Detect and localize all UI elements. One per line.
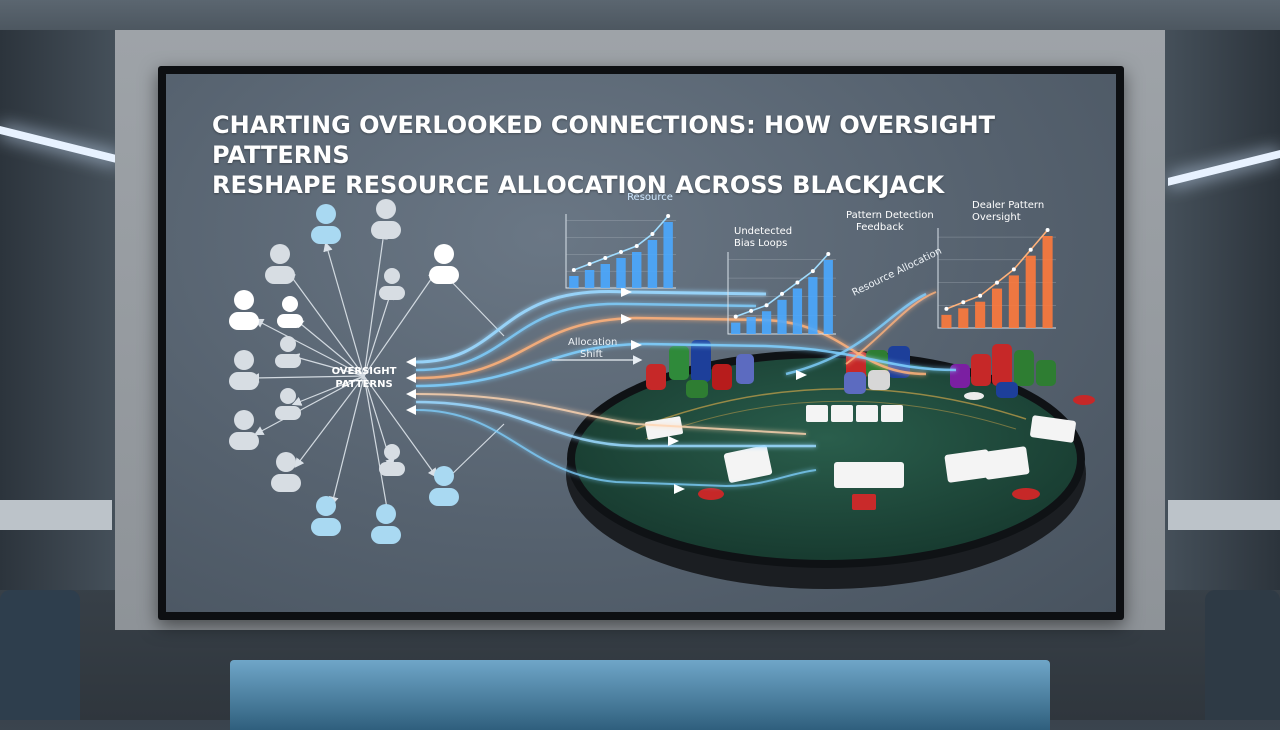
person-icon [371,199,401,239]
chart-point [1045,228,1050,232]
chart-4-title-line-2: Oversight [972,212,1021,223]
chart-point [603,256,608,260]
person-icon [429,244,459,284]
chart-point [780,291,784,296]
person-icon [311,204,341,244]
right-wall [1160,30,1280,590]
chart-bar [761,311,772,334]
chart-point [961,300,966,305]
chart-bar [746,316,756,334]
chart-bar [616,258,626,288]
chart-bar [808,277,818,334]
person-icon [271,452,301,492]
left-wall [0,30,120,590]
chart-point [634,244,639,248]
slide-title-line-2: RESHAPE RESOURCE ALLOCATION ACROSS BLACK… [212,171,945,199]
person-icon [229,350,259,390]
chart-point [619,250,623,254]
chart-point [650,232,655,236]
chart-2-title-line-2: Bias Loops [734,238,787,249]
chart-bar [600,264,610,288]
chart-bar [632,252,642,288]
chart-point [1011,267,1016,272]
side-desk-right [1168,500,1280,530]
chart-point [826,252,831,256]
chart-bar [823,260,833,334]
slide-title: CHARTING OVERLOOKED CONNECTIONS: HOW OVE… [212,110,1092,200]
chart-point [587,262,592,266]
slide: CHARTING OVERLOOKED CONNECTIONS: HOW OVE… [166,74,1116,612]
people-icons [229,199,459,544]
hub-connections [249,229,505,517]
chart-point [1028,247,1033,252]
chart-point [666,214,671,218]
chair-left [0,590,80,720]
chart-point [571,268,576,272]
person-icon [229,410,259,450]
poker-chips [646,340,1095,500]
chart-1-title: Resource [627,192,673,203]
hub-label-line-1: OVERSIGHT [332,366,397,377]
allocation-shift-label-2: Shift [580,349,603,360]
slide-title-line-1: CHARTING OVERLOOKED CONNECTIONS: HOW OVE… [212,111,995,169]
chart-point [810,269,815,274]
person-icon [265,244,295,284]
side-desk-left [0,500,112,530]
chart-3-title-line-1: Pattern Detection [846,210,934,221]
chart-point [995,280,999,285]
chart-bar [1025,255,1036,328]
chart-bar [647,240,658,288]
flow-arrows [406,287,807,494]
chart-bar [663,222,673,288]
chart-bar [731,322,741,334]
person-icon [311,496,341,536]
chart-bar [991,288,1003,328]
chart-bar [975,301,986,328]
chair-right [1205,590,1280,720]
playing-cards [645,405,1076,510]
flow-streams [415,289,957,488]
person-icon [275,336,301,368]
person-icon [229,290,259,330]
chart-point [944,306,949,311]
person-icon [379,268,405,300]
resource-allocation-label: Resource Allocation [850,246,943,299]
person-icon [429,466,459,506]
allocation-shift-label-1: Allocation [568,337,617,348]
chart-2-title-line-1: Undetected [734,226,792,237]
conference-table [230,660,1050,730]
chart-point [795,280,800,285]
person-icon [379,444,405,476]
chart-3-title-line-2: Feedback [856,222,904,233]
chart-bar [792,288,803,334]
chart-bar [941,314,952,328]
chart-bar [777,299,787,334]
chart-point [733,314,738,319]
display-screen: CHARTING OVERLOOKED CONNECTIONS: HOW OVE… [158,66,1124,620]
hub-label-line-2: PATTERNS [335,379,392,390]
chart-bar [569,276,579,288]
chart-bar [584,270,595,288]
chart-bar [1008,275,1019,328]
mini-charts [565,214,1056,335]
chart-bar [958,308,969,328]
diagram: OVERSIGHT PATTERNS [229,192,1095,589]
chart-point [764,303,769,308]
chart-point [749,308,754,313]
chart-4-title-line-1: Dealer Pattern [972,200,1044,211]
chart-bar [1042,236,1053,328]
oversight-patterns-hub: OVERSIGHT PATTERNS [332,366,397,390]
person-icon [277,296,303,328]
person-icon [275,388,301,420]
person-icon [371,504,401,544]
blackjack-table [566,340,1095,589]
chart-point [978,293,983,298]
